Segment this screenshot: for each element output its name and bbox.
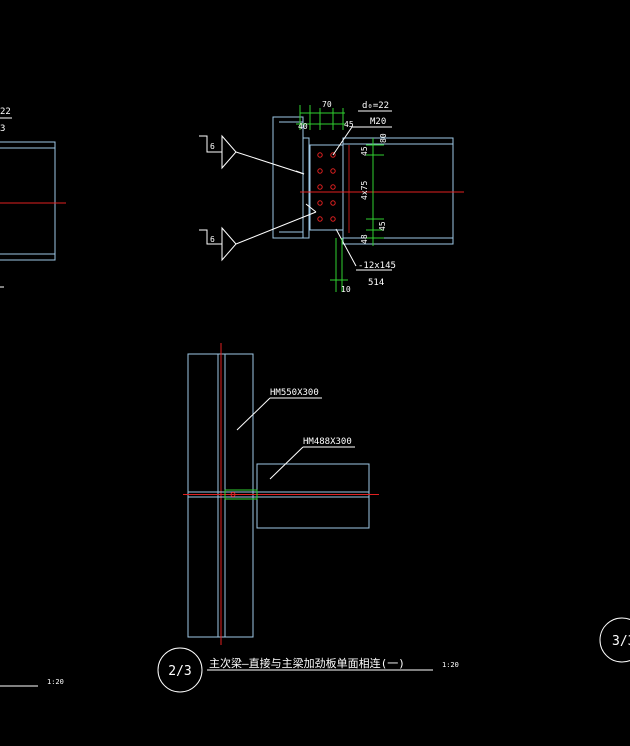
right-dimensions (366, 138, 384, 246)
secondary-beam-section (342, 137, 454, 245)
bolt (317, 168, 323, 174)
plate-spec-label: -12x145 (358, 261, 396, 271)
detail-scale: 1:20 (442, 661, 459, 669)
left-partial-scale: 1:20 (47, 678, 64, 686)
detail-title: 主次梁–直接与主梁加劲板单面相连(一) (209, 656, 405, 670)
hole-diameter-label: d₀=22 (362, 101, 389, 111)
bolt-group (317, 152, 336, 222)
weld-symbol-upper (199, 134, 305, 175)
dim-45-b: 45 (378, 221, 387, 231)
right-detail-number: 3/3 (612, 634, 630, 649)
left-partial-beam-outline (0, 141, 56, 261)
weld-size-upper: 6 (210, 142, 215, 151)
top-dimensions (296, 105, 345, 130)
top-connection-detail: 70 40 45 d₀=22 M20 80 45 4x75 45 48 -12x… (199, 100, 464, 294)
dim-4x75: 4x75 (360, 181, 369, 200)
dim-48: 48 (360, 234, 369, 244)
right-partial-detail: 3/3 (599, 617, 630, 663)
left-partial-label-second: 3 (0, 124, 5, 134)
dim-45-a: 45 (360, 146, 369, 156)
right-detail-number-bubble (599, 617, 630, 663)
dim-40: 40 (298, 122, 308, 131)
dim-10: 10 (341, 285, 351, 294)
bolt (317, 200, 323, 206)
bolt (330, 168, 336, 174)
secondary-beam-label: HM488X300 (303, 437, 352, 447)
dim-45-top: 45 (344, 120, 354, 129)
bottom-plan-detail: HM550X300 HM488X300 2/3 主次梁–直接与主梁加劲板单面相连… (157, 343, 459, 693)
bolt (317, 216, 323, 222)
left-partial-detail: 22 3 1:20 (0, 107, 66, 687)
detail-number: 2/3 (168, 664, 191, 679)
main-beam-label: HM550X300 (270, 388, 319, 398)
stiffener-plate (302, 137, 310, 239)
bolt (330, 200, 336, 206)
weld-symbol-lower (199, 203, 317, 262)
bolt (330, 184, 336, 190)
plan-connection-plate (224, 489, 258, 500)
bolt (317, 184, 323, 190)
plate-length-label: 514 (368, 278, 384, 288)
dim-80: 80 (379, 133, 388, 143)
bolt (317, 152, 323, 158)
bottom-dimension (330, 238, 348, 292)
dim-70: 70 (322, 100, 332, 109)
detail-number-bubble (157, 647, 203, 693)
left-partial-label-top: 22 (0, 107, 11, 117)
bolt (330, 152, 336, 158)
bolt-size-label: M20 (370, 117, 386, 127)
bolt (330, 216, 336, 222)
weld-size-lower: 6 (210, 235, 215, 244)
